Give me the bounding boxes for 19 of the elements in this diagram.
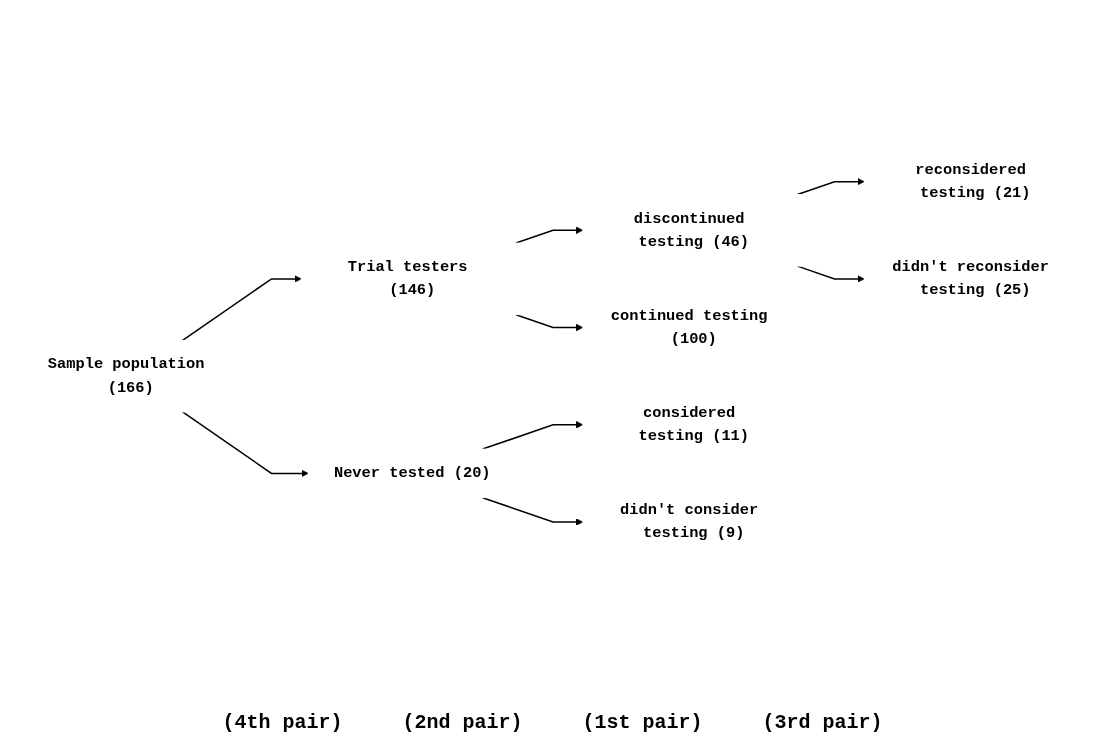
arrow [514, 313, 583, 331]
arrow [481, 496, 583, 526]
node-text: Sample population (166) [47, 355, 204, 396]
node-text: reconsidered testing (21) [914, 160, 1031, 201]
arrow [796, 265, 865, 283]
pair-label: (4th pair) [222, 711, 343, 734]
node-text: considered testing (11) [637, 403, 749, 445]
pair-label: (2nd pair) [402, 711, 523, 734]
node-text: Never tested (20) [333, 464, 491, 482]
pair-label: (1st pair) [582, 711, 703, 734]
node-text: discontinued testing (46) [633, 209, 749, 250]
node-text: continued testing (100) [610, 306, 767, 347]
pair-label: (3rd pair) [762, 711, 883, 734]
arrow [181, 410, 309, 477]
arrow [796, 177, 865, 195]
arrow [181, 274, 302, 341]
node-text: didn't consider testing (9) [619, 501, 758, 542]
node-text: didn't reconsider testing (25) [891, 258, 1049, 299]
node-text: Trial testers (146) [347, 258, 468, 299]
